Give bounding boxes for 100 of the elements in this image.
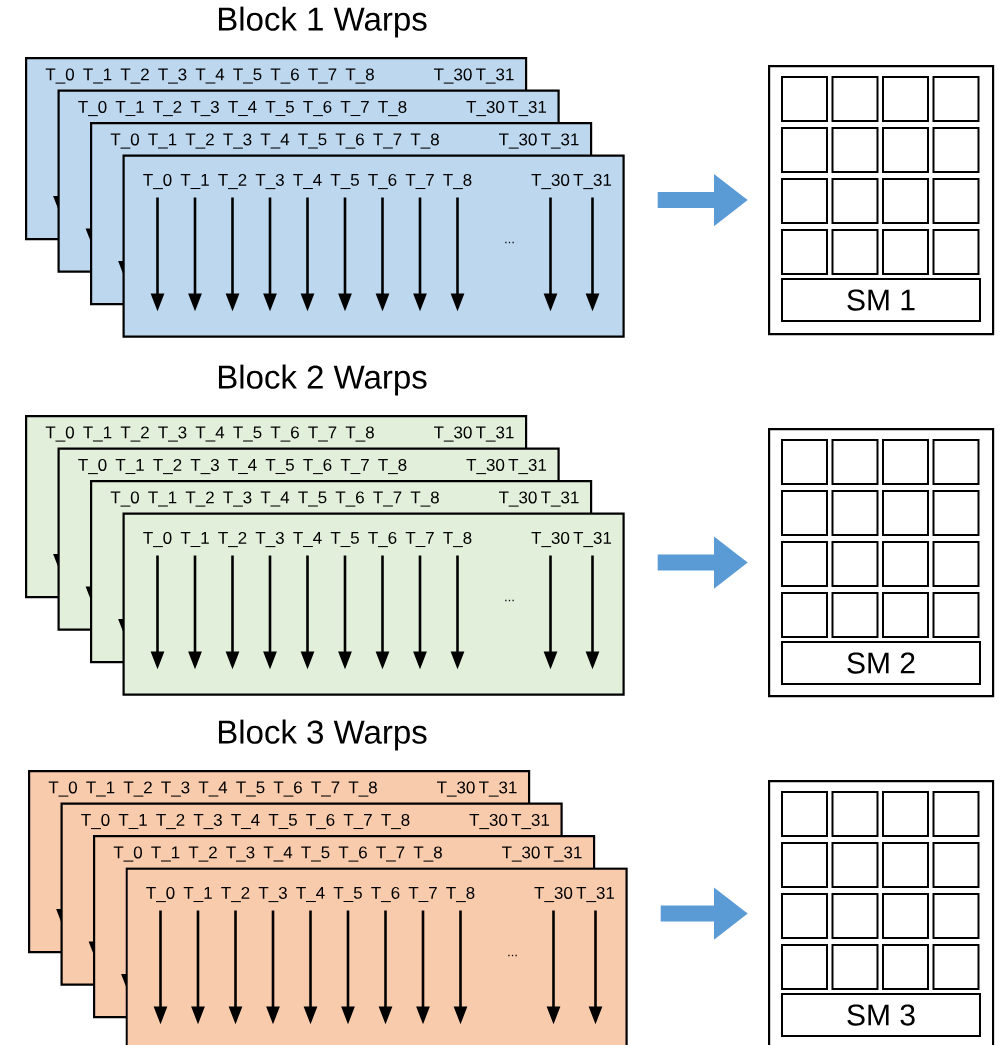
thread-label: T_6 (368, 531, 397, 548)
thread-label: T_1 (151, 846, 180, 862)
thread-label: T_31 (476, 68, 514, 84)
core-cell (781, 842, 828, 888)
thread-label: T_0 (81, 813, 110, 830)
thread-label: T_1 (180, 173, 209, 190)
thread-label: T_1 (180, 531, 209, 548)
sm-frame (768, 428, 995, 698)
core-cell (831, 842, 879, 888)
thread-label: T_0 (143, 531, 172, 548)
thread-label: T_3 (190, 458, 219, 475)
thread-label: T_7 (408, 886, 437, 903)
thread-label: T_3 (158, 426, 187, 442)
core-cell (831, 439, 879, 485)
core-cell (932, 490, 980, 536)
thread-label: T_4 (195, 426, 225, 442)
thread-label: T_2 (218, 173, 247, 190)
core-cell (882, 944, 929, 990)
core-cell (831, 893, 879, 939)
thread-label: T_31 (508, 458, 547, 475)
thread-label: T_30 (531, 173, 570, 190)
thread-label: T_0 (78, 458, 107, 475)
thread-label: T_0 (48, 781, 77, 797)
thread-label: T_1 (115, 100, 144, 117)
ellipsis: ... (505, 599, 514, 602)
core-cell (781, 944, 828, 990)
thread-label: T_6 (270, 68, 299, 84)
sm-label-box: SM 3 (781, 993, 981, 1037)
thread-label: T_0 (143, 173, 172, 190)
thread-label: T_8 (413, 846, 442, 862)
thread-label: T_7 (308, 68, 337, 84)
thread-label: T_8 (446, 886, 475, 903)
thread-label: T_7 (308, 426, 337, 442)
core-cell (932, 541, 980, 587)
core-cell (932, 944, 980, 990)
core-cell (882, 893, 929, 939)
thread-label: T_5 (233, 426, 262, 442)
thread-label: T_4 (231, 813, 260, 830)
thread-label: T_30 (531, 531, 570, 548)
thread-label: T_6 (338, 846, 367, 862)
thread-label: T_4 (263, 846, 293, 862)
thread-label: T_2 (120, 68, 149, 84)
thread-label: T_31 (479, 781, 517, 797)
thread-label: T_2 (153, 458, 182, 475)
thread-label: T_8 (443, 173, 472, 190)
thread-label: T_1 (115, 458, 144, 475)
thread-label: T_4 (228, 100, 257, 117)
thread-label: T_8 (378, 458, 407, 475)
thread-label: T_5 (301, 846, 330, 862)
thread-label: T_4 (260, 133, 290, 149)
thread-label: T_6 (303, 100, 332, 117)
thread-label: T_5 (298, 133, 327, 149)
thread-label: T_2 (221, 886, 250, 903)
thread-label: T_5 (298, 491, 327, 507)
thread-label: T_3 (255, 531, 284, 548)
core-cell (781, 592, 828, 638)
thread-label: T_7 (373, 491, 402, 507)
core-cell (932, 439, 980, 485)
thread-label: T_5 (233, 68, 262, 84)
thread-label: T_7 (340, 100, 369, 117)
core-cell (831, 944, 879, 990)
thread-label: T_3 (161, 781, 190, 797)
thread-label: T_2 (153, 100, 182, 117)
thread-label: T_5 (268, 813, 297, 830)
thread-label: T_2 (218, 531, 247, 548)
thread-label: T_0 (45, 426, 74, 442)
thread-label: T_0 (78, 100, 107, 117)
thread-label: T_8 (378, 100, 407, 117)
thread-label: T_1 (148, 491, 177, 507)
thread-label: T_0 (110, 491, 139, 507)
thread-label: T_30 (434, 68, 472, 84)
thread-label: T_8 (381, 813, 410, 830)
thread-label: T_2 (156, 813, 185, 830)
core-cell (781, 178, 828, 224)
thread-label: T_8 (443, 531, 472, 548)
thread-label: T_8 (345, 426, 374, 442)
core-cell (882, 791, 929, 837)
thread-label: T_6 (303, 458, 332, 475)
thread-label: T_5 (236, 781, 265, 797)
core-cell (882, 842, 929, 888)
thread-label: T_8 (410, 133, 439, 149)
thread-label: T_1 (148, 133, 177, 149)
thread-label: T_30 (499, 133, 537, 149)
thread-label: T_2 (185, 133, 214, 149)
thread-label: T_4 (228, 458, 257, 475)
thread-label: T_3 (223, 133, 252, 149)
thread-label: T_6 (273, 781, 302, 797)
thread-label: T_0 (45, 68, 74, 84)
core-cell (932, 791, 980, 837)
core-cell (831, 541, 879, 587)
thread-label: T_1 (183, 886, 212, 903)
core-cell (831, 178, 879, 224)
thread-label: T_8 (348, 781, 377, 797)
thread-label: T_3 (158, 68, 187, 84)
core-cell (781, 893, 828, 939)
thread-label: T_4 (293, 531, 322, 548)
thread-label: T_31 (573, 531, 612, 548)
thread-label: T_5 (330, 531, 359, 548)
thread-label: T_3 (255, 173, 284, 190)
thread-label: T_30 (437, 781, 475, 797)
